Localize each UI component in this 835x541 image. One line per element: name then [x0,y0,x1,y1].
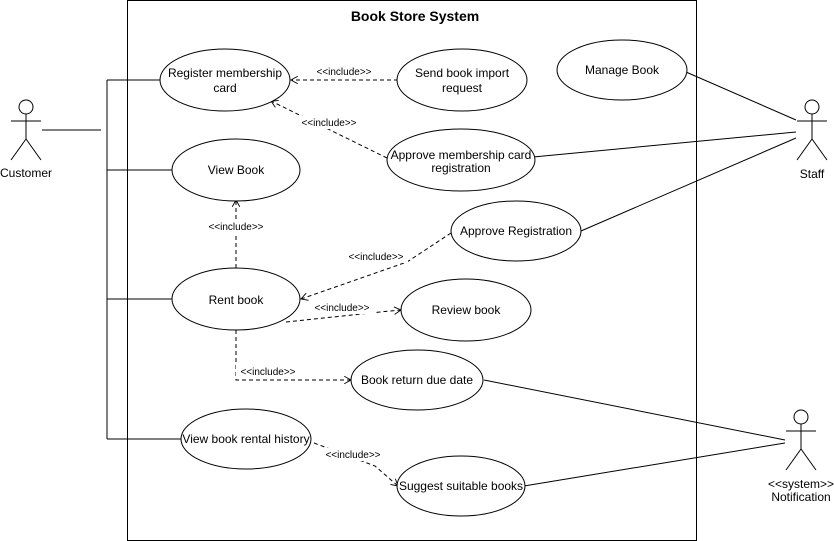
staff-associations [532,71,797,232]
use-case-suggest-suitable-books[interactable]: Suggest suitable books [396,455,526,517]
svg-text:<<include>>: <<include>> [325,450,380,461]
svg-text:<<include>>: <<include>> [301,118,356,129]
svg-text:Approve Registration: Approve Registration [460,224,572,238]
stick-figure-icon [10,99,42,161]
svg-text:View book rental history: View book rental history [182,432,309,446]
svg-text:<<include>>: <<include>> [314,303,369,314]
use-case-rent-book[interactable]: Rent book [171,267,301,331]
include-label: <<include>> [344,250,408,263]
use-case-manage-book[interactable]: Manage Book [556,39,688,101]
include-label: <<include>> [204,220,268,233]
actor-staff[interactable]: Staff [796,99,828,181]
svg-text:<<include>>: <<include>> [240,367,295,378]
include-label: <<include>> [310,301,374,314]
include-label: <<include>> [312,65,376,78]
svg-text:View Book: View Book [208,163,265,177]
use-case-approve-registration[interactable]: Approve Registration [450,200,582,262]
system-title: Book Store System [351,8,479,24]
stick-figure-icon [785,409,817,471]
svg-text:<<include>>: <<include>> [208,222,263,233]
svg-text:Manage Book: Manage Book [585,63,660,77]
use-case-book-return-due-date[interactable]: Book return due date [350,349,484,411]
use-case-view-book[interactable]: View Book [171,138,301,202]
svg-text:Rent book: Rent book [209,293,265,307]
svg-text:Customer: Customer [0,166,52,180]
customer-associations [42,79,181,440]
notification-associations [483,379,786,487]
svg-text:Suggest suitable books: Suggest suitable books [399,479,523,493]
include-label: <<include>> [236,365,300,378]
include-label: <<include>> [297,116,361,129]
svg-text:<<include>>: <<include>> [316,67,371,78]
svg-text:Book return due date: Book return due date [361,373,473,387]
stick-figure-icon [796,99,828,161]
include-arrow-rent-to-review [285,306,402,323]
use-case-view-book-rental-history[interactable]: View book rental history [180,408,312,470]
svg-text:Review book: Review book [432,303,502,317]
include-labels: <<include>> <<include>> <<include>> <<in… [204,65,408,461]
actor-customer[interactable]: Customer [0,99,52,180]
include-label: <<include>> [321,448,385,461]
svg-text:<<include>>: <<include>> [348,252,403,263]
include-arrow-approvecard-to-register [270,100,388,159]
use-case-review-book[interactable]: Review book [400,278,532,342]
include-arrow-rent-to-returndue [235,330,352,385]
svg-text:Staff: Staff [800,167,825,181]
svg-text:<<system>>Notification: <<system>>Notification [768,477,834,504]
actor-notification[interactable]: <<system>>Notification [768,409,834,504]
